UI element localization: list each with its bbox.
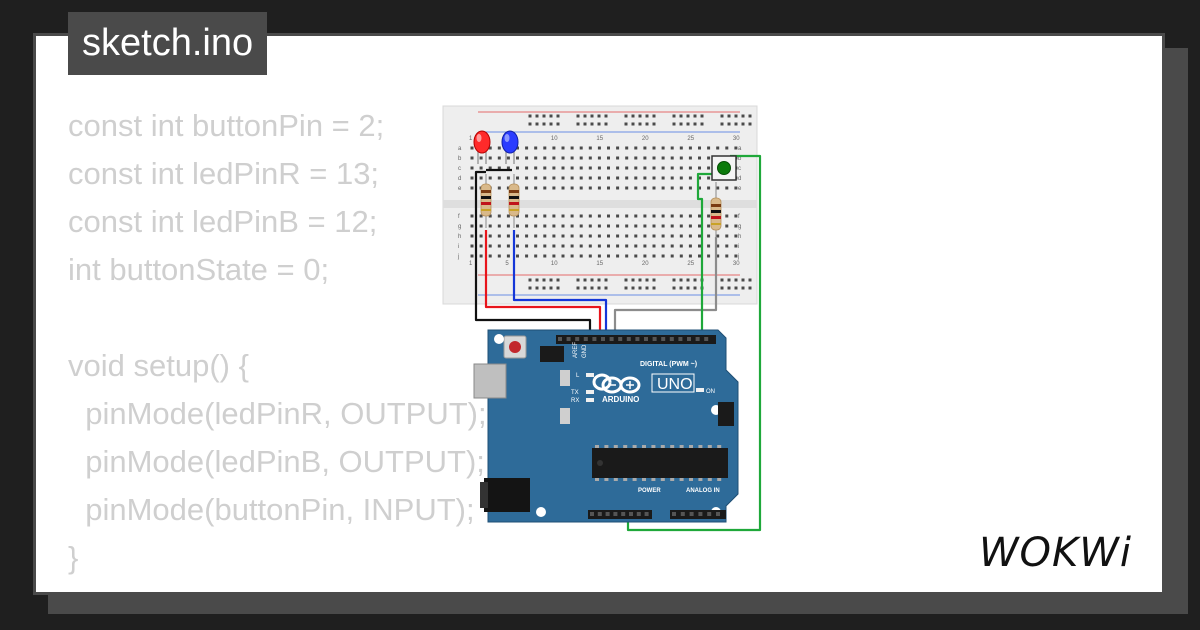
- breadboard-row-letter: d: [738, 176, 741, 182]
- breadboard-row-letter: b: [458, 156, 462, 162]
- breadboard-column-number: 20: [642, 136, 649, 142]
- code-line: pinMode(buttonPin, INPUT);: [68, 492, 475, 527]
- power-label: POWER: [638, 488, 661, 494]
- breadboard-column-number: 10: [551, 136, 558, 142]
- breadboard-row-letter: a: [738, 146, 742, 152]
- code-line: const int buttonPin = 2;: [68, 108, 385, 143]
- uno-label: UNO: [657, 376, 693, 393]
- breadboard-row-letter: i: [458, 244, 459, 250]
- breadboard-row-letter: a: [458, 146, 462, 152]
- code-line: pinMode(ledPinR, OUTPUT);: [68, 396, 487, 431]
- breadboard-column-number: 15: [596, 136, 603, 142]
- arduino-brand-label: ARDUINO: [602, 395, 639, 404]
- blue-led: [501, 130, 519, 164]
- power-header: [588, 510, 652, 519]
- code-line: void setup() {: [68, 348, 249, 383]
- breadboard-column-number: 20: [642, 261, 649, 267]
- breadboard-row-letter: j: [457, 254, 459, 260]
- breadboard-holes: [470, 114, 752, 290]
- breadboard-column-number: 1: [469, 136, 473, 142]
- breadboard-row-letter: e: [458, 186, 462, 192]
- breadboard-column-number: 30: [733, 136, 740, 142]
- digital-header-label: DIGITAL (PWM ~): [640, 361, 697, 368]
- wire-black: [474, 170, 592, 340]
- l-led-label: L: [576, 373, 580, 379]
- wire-green-short: [696, 172, 716, 340]
- code-line: }: [68, 540, 79, 575]
- rx-label: RX: [571, 398, 579, 404]
- breadboard-row-letter: h: [738, 234, 741, 240]
- aref-label: AREF: [573, 342, 579, 358]
- on-led-label: ON: [706, 389, 715, 395]
- breadboard: 115510101515202025253030 aabbccddeeffggh…: [442, 105, 758, 305]
- icsp-header: [540, 346, 734, 426]
- breadboard-row-letter: c: [738, 166, 741, 172]
- code-line: pinMode(ledPinB, OUTPUT);: [68, 444, 485, 479]
- resistor-button: [710, 182, 722, 238]
- tx-label: TX: [571, 390, 579, 396]
- wokwi-logo-text: WOKWi: [979, 530, 1132, 576]
- pushbutton: [711, 155, 737, 181]
- circuit-diagram: 115510101515202025253030 aabbccddeeffggh…: [442, 105, 762, 532]
- breadboard-column-number: 5: [505, 261, 509, 267]
- code-line: int buttonState = 0;: [68, 252, 330, 287]
- breadboard-row-letter: f: [738, 214, 740, 220]
- breadboard-row-letter: j: [737, 254, 739, 260]
- breadboard-row-letter: f: [458, 214, 460, 220]
- wire-green-long: [626, 154, 762, 532]
- breadboard-row-letter: h: [458, 234, 461, 240]
- breadboard-row-letter: g: [738, 224, 741, 230]
- breadboard-row-letter: d: [458, 176, 461, 182]
- wires: [474, 154, 762, 532]
- atmega-chip: [592, 445, 728, 481]
- wire-gray: [613, 237, 718, 340]
- arduino-logo-icon: [592, 373, 641, 394]
- resistor-blue-led: [508, 174, 520, 228]
- red-led: [473, 130, 491, 164]
- breadboard-column-number: 25: [687, 136, 694, 142]
- code-line: [68, 294, 487, 342]
- code-line: const int ledPinB = 12;: [68, 204, 378, 239]
- breadboard-column-labels: 115510101515202025253030: [469, 136, 740, 267]
- breadboard-column-number: 25: [687, 261, 694, 267]
- arduino-uno: DIGITAL (PWM ~) AREF GND L TX RX ON ARDU…: [473, 329, 739, 523]
- analog-label: ANALOG IN: [686, 488, 720, 494]
- breadboard-column-number: 1: [469, 261, 473, 267]
- code-preview: const int buttonPin = 2; const int ledPin…: [68, 102, 487, 582]
- breadboard-column-number: 30: [733, 261, 740, 267]
- code-line: const int ledPinR = 13;: [68, 156, 380, 191]
- wire-red: [484, 230, 602, 340]
- breadboard-row-letter: e: [738, 186, 742, 192]
- breadboard-row-letter: c: [458, 166, 461, 172]
- gnd-label: GND: [582, 344, 588, 358]
- sketch-title[interactable]: sketch.ino: [68, 12, 268, 75]
- breadboard-row-letter: g: [458, 224, 461, 230]
- wokwi-logo: WOKWi: [979, 530, 1132, 576]
- resistor-red-led: [480, 174, 492, 228]
- breadboard-row-letter: i: [738, 244, 739, 250]
- breadboard-column-number: 10: [551, 261, 558, 267]
- breadboard-column-number: 15: [596, 261, 603, 267]
- analog-header: [670, 510, 726, 519]
- wire-blue: [512, 230, 608, 340]
- breadboard-row-letter: b: [738, 156, 742, 162]
